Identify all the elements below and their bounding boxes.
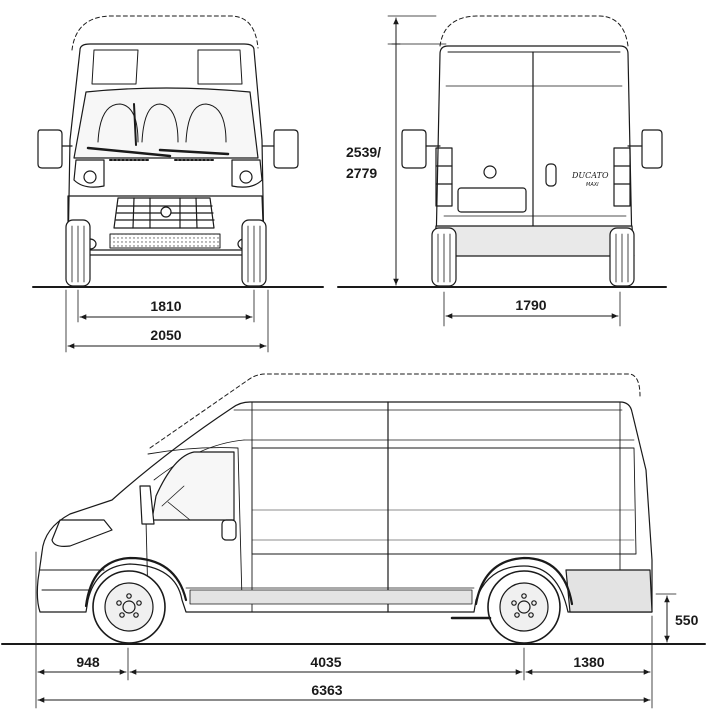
- height-high-label: 2779: [346, 165, 378, 181]
- front-headlight-right: [231, 159, 263, 188]
- front-headlight-left: [73, 159, 105, 188]
- rear-model-badge: DUCATO: [571, 171, 609, 180]
- side-high-roof-outline: [149, 373, 641, 449]
- front-high-roof-outline: [71, 15, 259, 51]
- front-view: [32, 15, 324, 353]
- front-grille: [113, 197, 215, 229]
- rear-mirror-left: [401, 129, 427, 169]
- side-view: [1, 373, 706, 709]
- rear-lamp-right: [613, 147, 631, 207]
- rear-high-roof-outline: [439, 15, 629, 47]
- rear-mirror-right: [641, 129, 663, 169]
- front-width-label: 2050: [147, 327, 185, 343]
- rear-lamp-left: [435, 147, 453, 207]
- height-low-label: 2539/: [346, 144, 382, 160]
- rear-body-outline: [435, 45, 633, 249]
- load-height-label: 550: [674, 612, 700, 628]
- rear-bumper: [433, 225, 635, 257]
- side-mirror: [139, 485, 155, 525]
- rear-track-label: 1790: [512, 297, 550, 313]
- front-windscreen: [73, 87, 259, 159]
- rear-logo-badge: [483, 165, 497, 179]
- rear-plate-recess: [457, 187, 527, 213]
- rear-door-handle: [545, 163, 557, 187]
- rear-model-sub-badge: MAXI: [586, 182, 599, 188]
- side-door-handle: [221, 519, 237, 541]
- wheelbase-label: 4035: [307, 654, 345, 670]
- front-track-label: 1810: [147, 298, 185, 314]
- side-sill-panel: [189, 589, 473, 605]
- front-mirror-right: [273, 129, 299, 169]
- height-label: 2539/ 2779: [346, 142, 381, 184]
- side-headlight: [51, 519, 113, 547]
- total-length-label: 6363: [308, 682, 346, 698]
- rear-overhang-label: 1380: [570, 654, 608, 670]
- side-rear-bumper: [565, 569, 653, 613]
- rear-view: [337, 15, 667, 327]
- side-door-window: [151, 451, 235, 521]
- front-mirror-left: [37, 129, 63, 169]
- front-overhang-label: 948: [73, 654, 103, 670]
